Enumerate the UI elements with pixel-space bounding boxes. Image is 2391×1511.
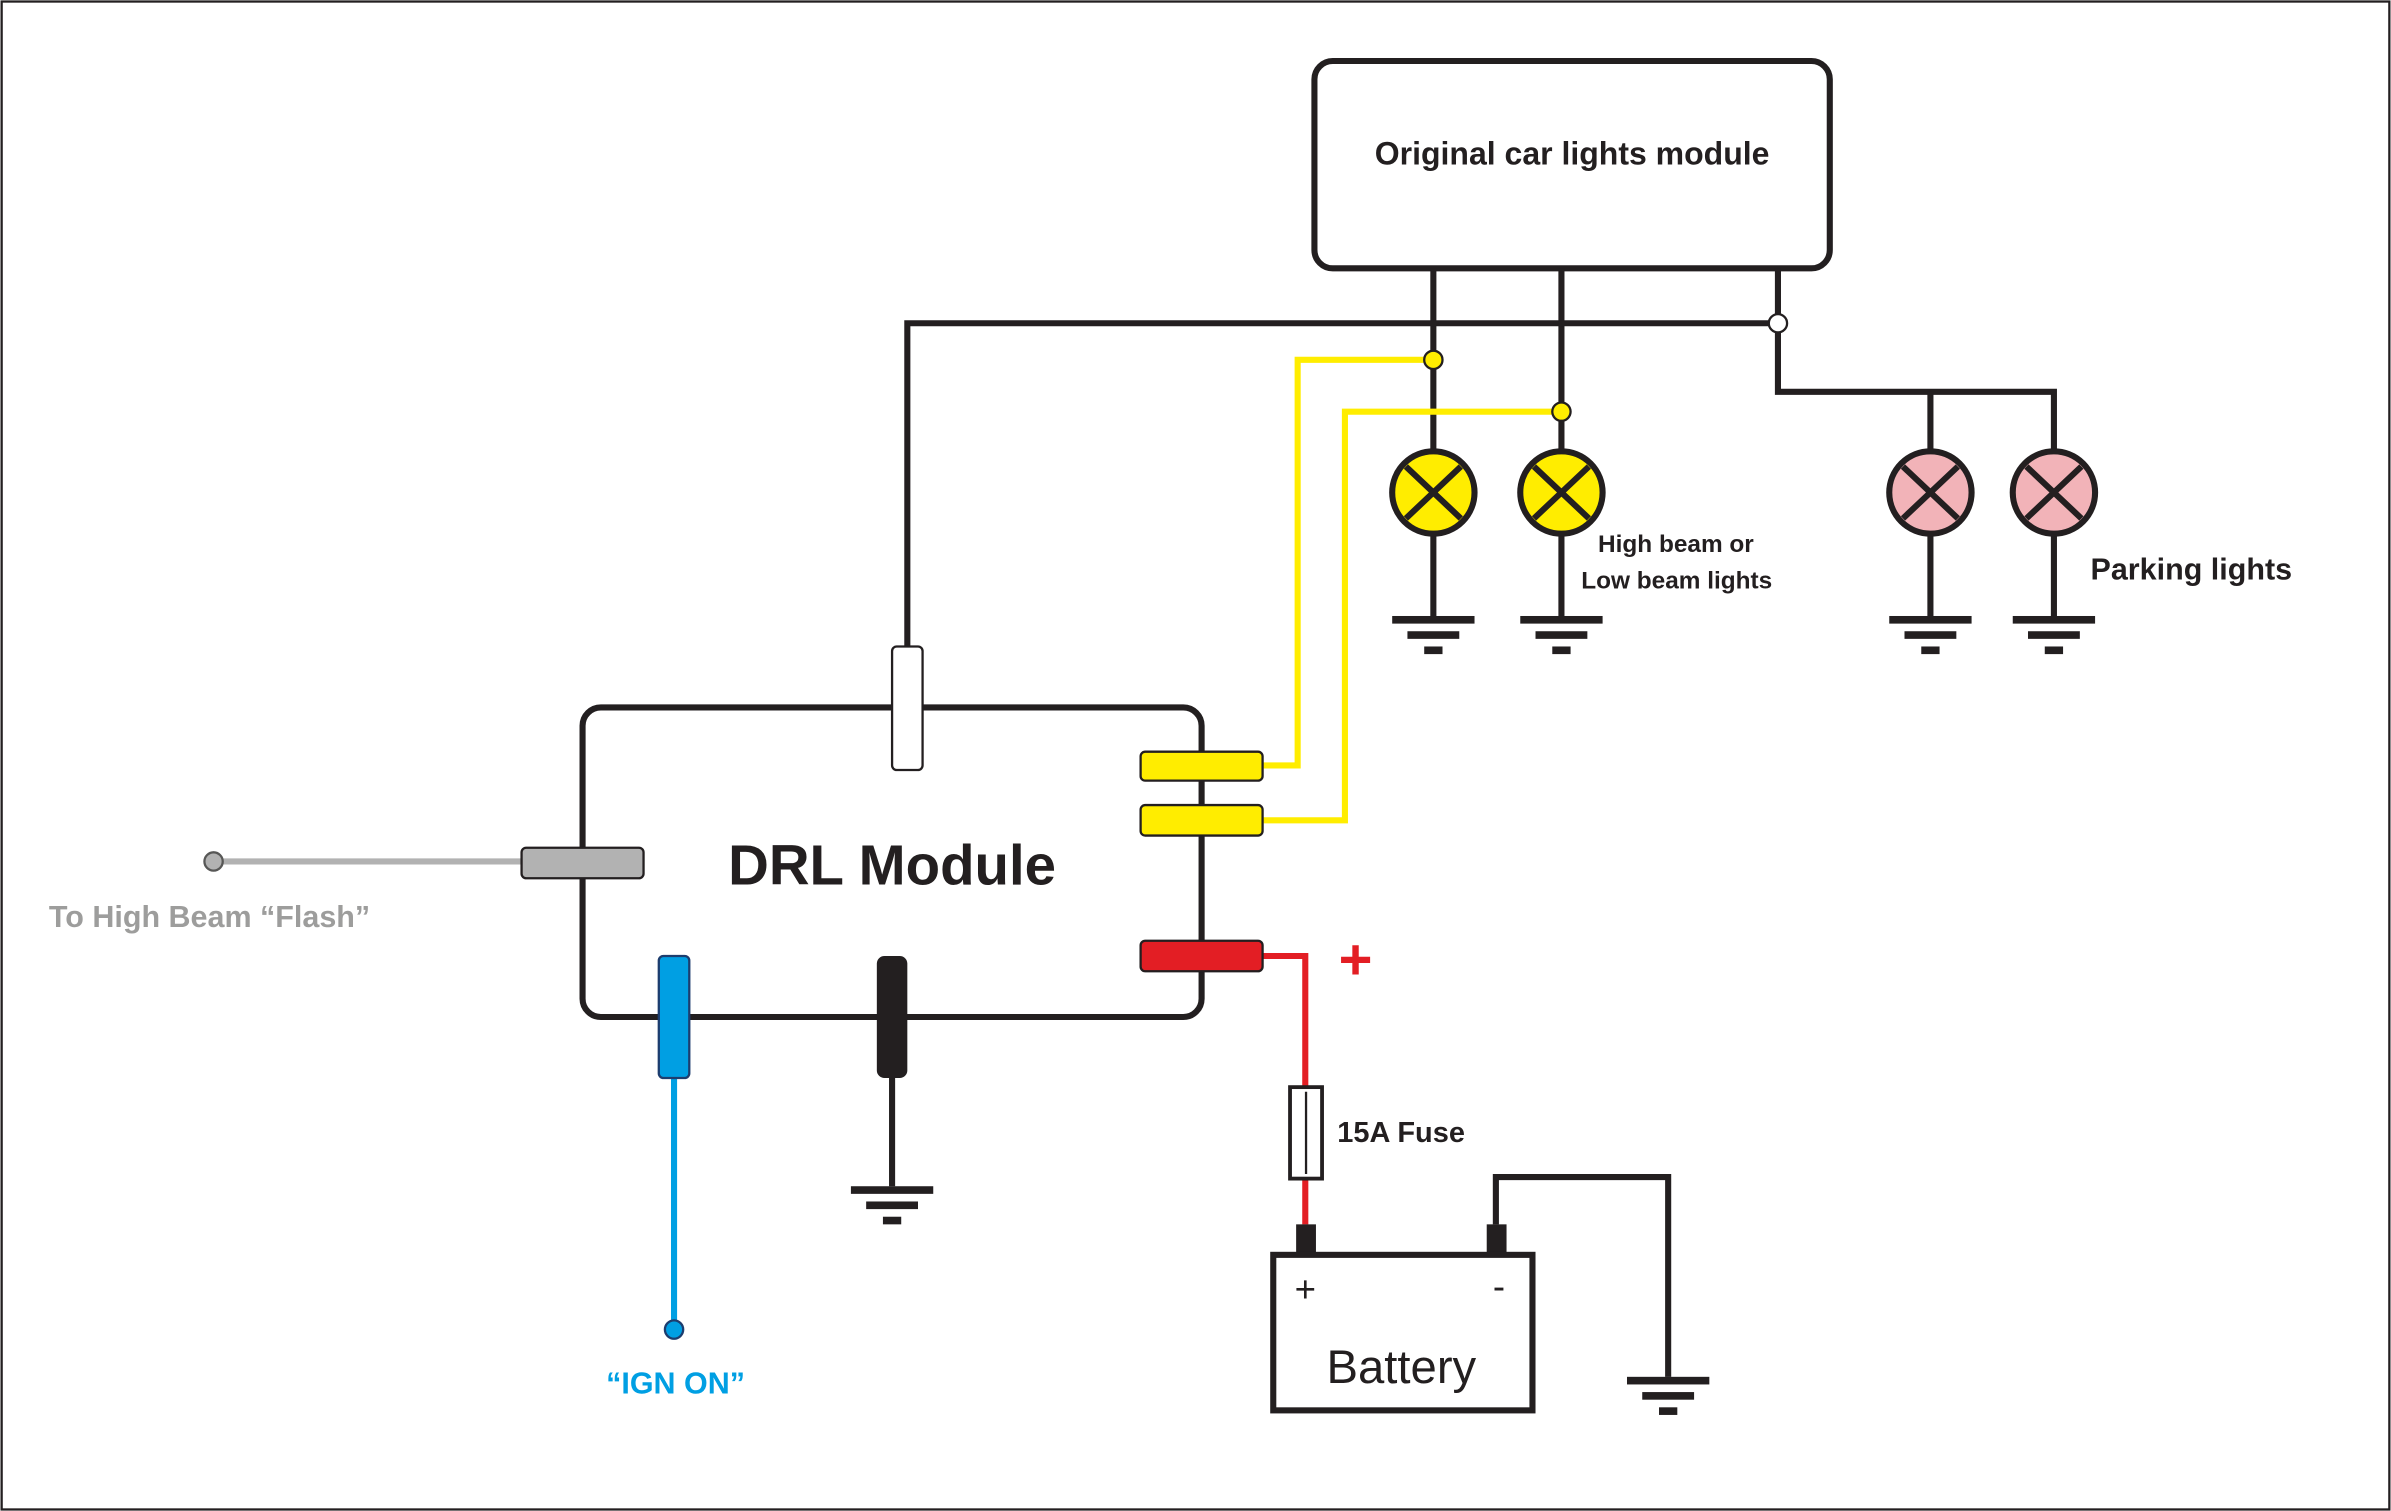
ign-label: “IGN ON” [606,1367,745,1401]
junction-dot [1767,312,1789,334]
ground-icon [1889,615,1972,655]
black-wires [889,268,2057,1377]
connector-black [876,956,908,1078]
parking-lights-label: Parking lights [2091,552,2293,586]
drl-module-label: DRL Module [728,833,1056,896]
fuse-icon [1288,1085,1324,1181]
battery-plus: + [1295,1269,1316,1310]
connector-white [890,645,924,772]
ign-wire-end [663,1319,685,1340]
positive-mark: + [1339,928,1373,992]
battery-minus: - [1493,1266,1505,1307]
original-lights-module: Original car lights module [1311,57,1833,272]
flash-label: To High Beam “Flash” [49,900,370,934]
junction-dot-low-beam [1551,401,1572,422]
positive-wire [1262,952,1309,1225]
junction-dot-high-beam [1423,349,1444,371]
beam-lights-label-line1: High beam or [1598,531,1754,558]
ground-icon [1520,615,1603,655]
beam-lights-label-line2: Low beam lights [1581,568,1772,595]
battery-icon [1270,1224,1536,1414]
ground-icon [850,1186,934,1225]
ground-icon [2012,615,2096,655]
yellow-wires [1262,356,1562,824]
flash-wire-end [203,851,224,872]
lamp-icon [1389,448,1478,537]
lamp-icon [2009,448,2099,537]
ground-icon [1392,615,1475,655]
connector-red [1139,939,1264,973]
battery-label: Battery [1326,1341,1476,1394]
fuse-label: 15A Fuse [1337,1117,1465,1149]
lamp-icon [1517,448,1606,537]
connector-yellow-2 [1139,803,1264,837]
connector-blue [657,954,691,1080]
original-module-label: Original car lights module [1375,136,1770,172]
connector-yellow-1 [1139,750,1264,782]
lamp-icon [1886,448,1975,537]
ground-icon [1626,1376,1710,1415]
connector-gray [520,846,645,880]
